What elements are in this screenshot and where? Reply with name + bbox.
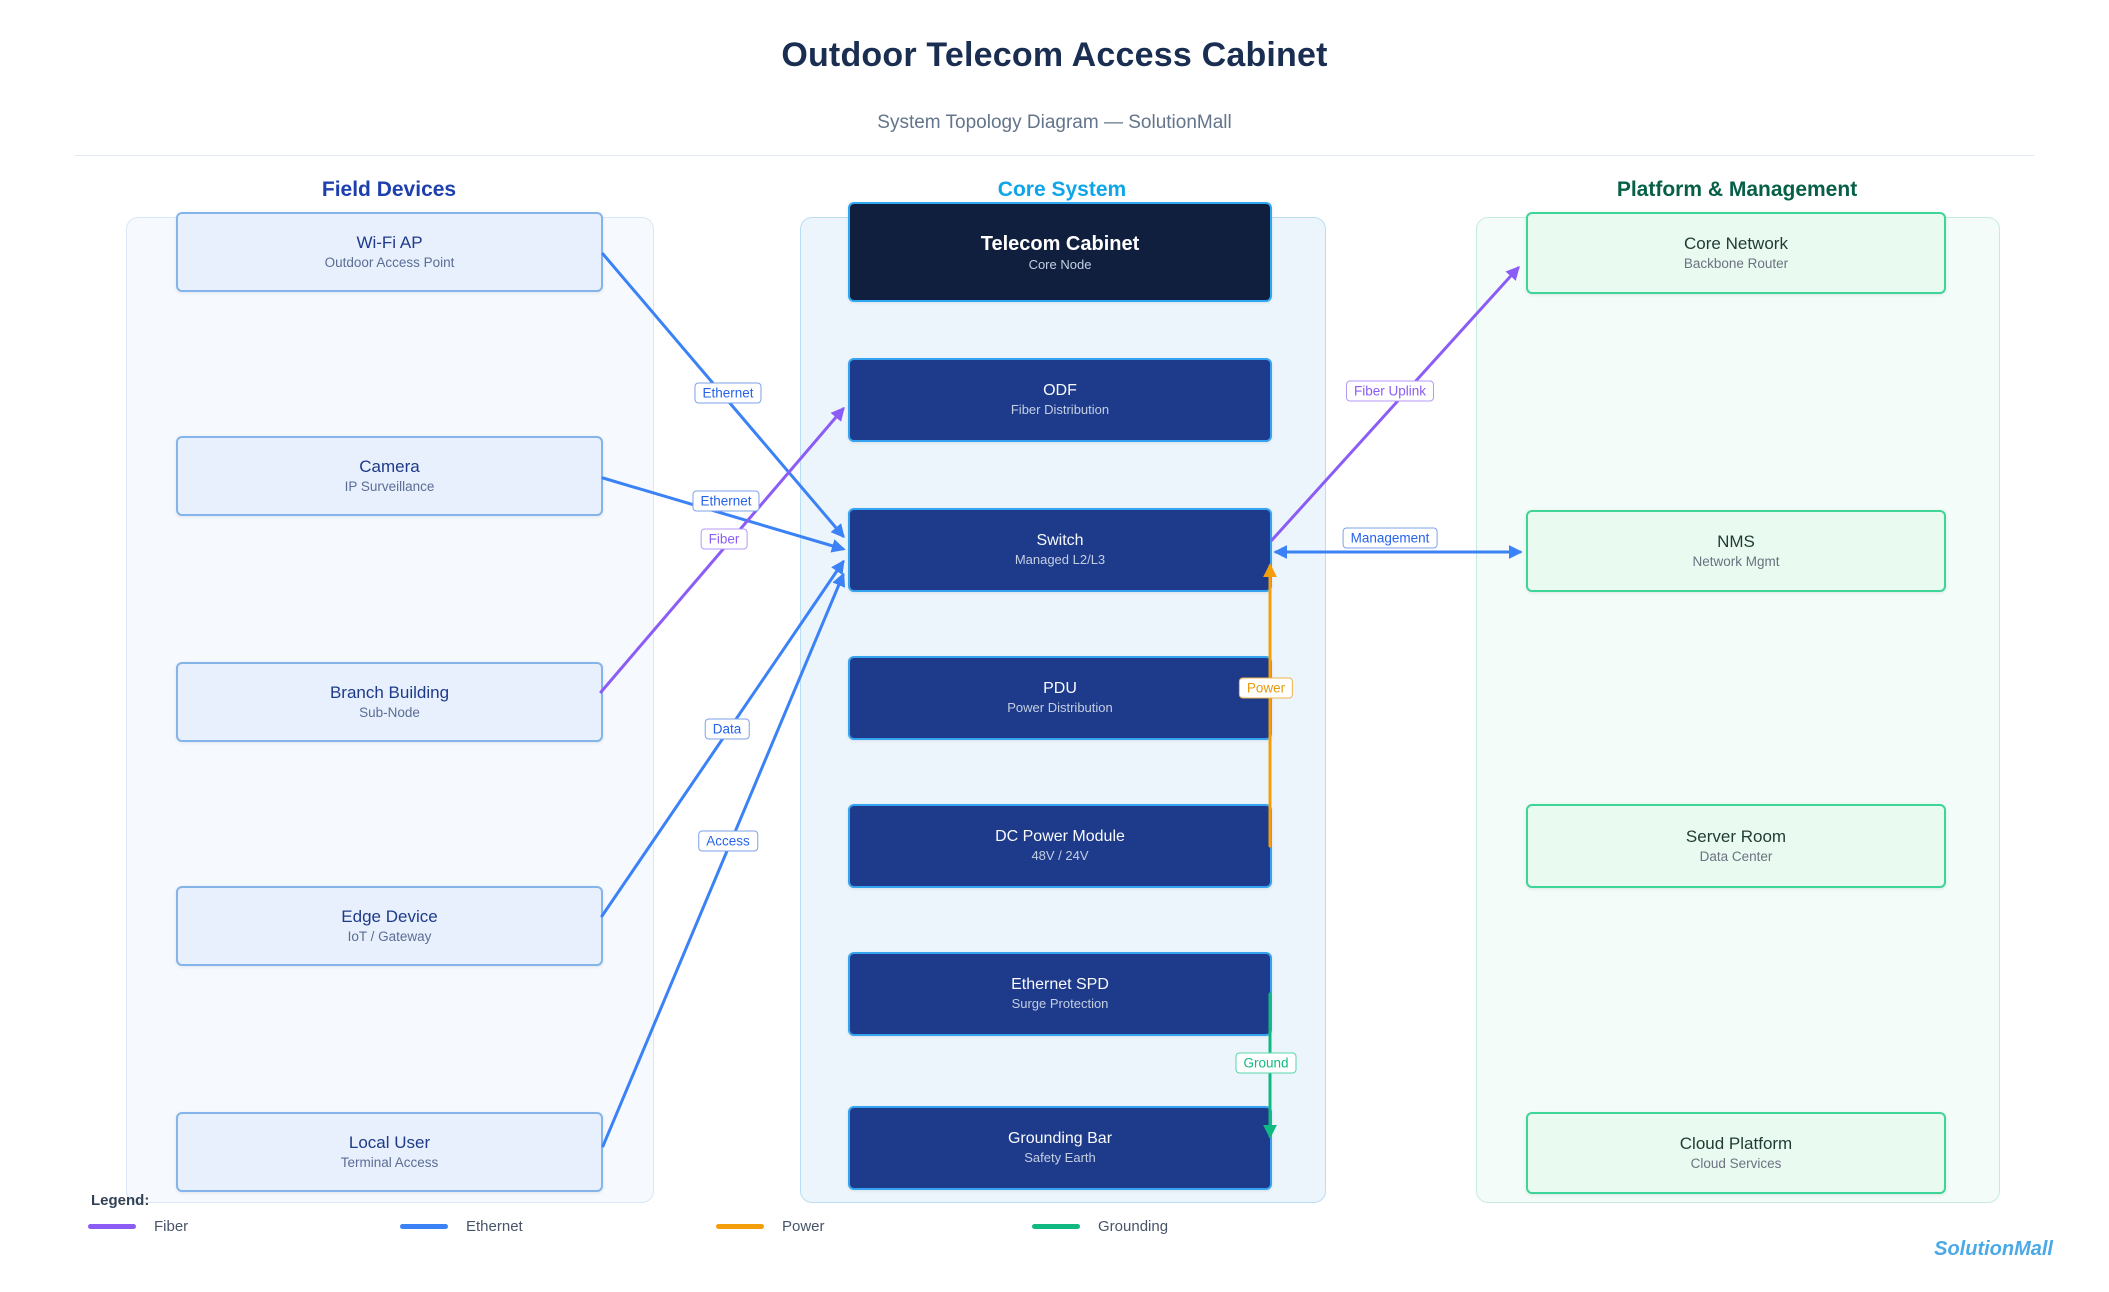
- node-odf[interactable]: ODF Fiber Distribution: [848, 358, 1272, 442]
- node-wifi-ap[interactable]: Wi-Fi AP Outdoor Access Point: [176, 212, 603, 292]
- header-divider: [75, 155, 2034, 156]
- node-subtitle: Data Center: [1699, 849, 1773, 865]
- edge-label-data: Data: [704, 718, 750, 740]
- legend-title: Legend:: [91, 1192, 150, 1209]
- node-title: NMS: [1717, 532, 1755, 552]
- legend-item-fiber: Fiber: [88, 1218, 188, 1235]
- node-server-room[interactable]: Server Room Data Center: [1526, 804, 1946, 888]
- node-subtitle: 48V / 24V: [1031, 847, 1089, 863]
- group-platform-management: [1476, 217, 2000, 1203]
- edge-label-power: Power: [1238, 677, 1294, 699]
- node-subtitle: Sub-Node: [359, 705, 420, 721]
- node-ethernet-spd[interactable]: Ethernet SPD Surge Protection: [848, 952, 1272, 1036]
- node-title: ODF: [1043, 382, 1077, 400]
- edge-label-ethernet: Ethernet: [694, 382, 762, 404]
- node-subtitle: Managed L2/L3: [1014, 551, 1106, 567]
- node-title: Edge Device: [341, 907, 438, 927]
- legend-swatch-fiber: [88, 1224, 136, 1229]
- node-grounding-bar[interactable]: Grounding Bar Safety Earth: [848, 1106, 1272, 1190]
- edge-label-fiber-uplink: Fiber Uplink: [1345, 380, 1435, 402]
- node-subtitle: Backbone Router: [1683, 256, 1789, 272]
- node-pdu[interactable]: PDU Power Distribution: [848, 656, 1272, 740]
- node-subtitle: Power Distribution: [1007, 699, 1113, 715]
- node-telecom-cabinet[interactable]: Telecom Cabinet Core Node: [848, 202, 1272, 302]
- node-title: Server Room: [1685, 827, 1787, 847]
- node-subtitle: Core Node: [1028, 256, 1092, 272]
- node-subtitle: Cloud Services: [1690, 1156, 1782, 1172]
- node-subtitle: Safety Earth: [1024, 1149, 1096, 1165]
- node-subtitle: IP Surveillance: [344, 479, 435, 495]
- node-camera[interactable]: Camera IP Surveillance: [176, 436, 603, 516]
- edge-label-ethernet: Ethernet: [692, 490, 760, 512]
- node-subtitle: Surge Protection: [1011, 995, 1109, 1011]
- column-header-core-system: Core System: [997, 178, 1127, 201]
- page-title: Outdoor Telecom Access Cabinet: [781, 36, 1328, 74]
- node-title: DC Power Module: [995, 828, 1125, 846]
- legend-item-ethernet: Ethernet: [400, 1218, 523, 1235]
- node-title: Wi-Fi AP: [356, 233, 423, 253]
- node-branch-building[interactable]: Branch Building Sub-Node: [176, 662, 603, 742]
- page-subtitle: System Topology Diagram — SolutionMall: [877, 112, 1232, 133]
- legend-item-power: Power: [716, 1218, 825, 1235]
- node-cloud-platform[interactable]: Cloud Platform Cloud Services: [1526, 1112, 1946, 1194]
- node-subtitle: Network Mgmt: [1692, 554, 1780, 570]
- node-title: Core Network: [1684, 234, 1788, 254]
- legend-label: Ethernet: [466, 1218, 523, 1235]
- edge-label-access: Access: [698, 830, 758, 852]
- solutionmall-watermark: SolutionMall: [1934, 1238, 2053, 1260]
- node-title: PDU: [1043, 680, 1077, 698]
- node-local-user[interactable]: Local User Terminal Access: [176, 1112, 603, 1192]
- column-header-field-devices: Field Devices: [321, 178, 457, 201]
- node-title: Ethernet SPD: [1011, 976, 1109, 994]
- node-title: Cloud Platform: [1679, 1134, 1793, 1154]
- node-title: Branch Building: [329, 683, 450, 703]
- node-title: Local User: [348, 1133, 431, 1153]
- legend-swatch-grounding: [1032, 1224, 1080, 1229]
- node-subtitle: Outdoor Access Point: [324, 255, 455, 271]
- node-edge-device[interactable]: Edge Device IoT / Gateway: [176, 886, 603, 966]
- node-subtitle: Fiber Distribution: [1010, 401, 1110, 417]
- legend-label: Power: [782, 1218, 825, 1235]
- legend-label: Grounding: [1098, 1218, 1169, 1235]
- node-subtitle: IoT / Gateway: [347, 929, 432, 945]
- column-header-platform-management: Platform & Management: [1616, 178, 1858, 201]
- node-title: Switch: [1036, 532, 1084, 550]
- edge-label-management: Management: [1342, 527, 1438, 549]
- node-core-network[interactable]: Core Network Backbone Router: [1526, 212, 1946, 294]
- legend-label: Fiber: [154, 1218, 189, 1235]
- node-subtitle: Terminal Access: [340, 1155, 439, 1171]
- node-switch[interactable]: Switch Managed L2/L3: [848, 508, 1272, 592]
- node-title: Telecom Cabinet: [980, 232, 1140, 255]
- legend-item-grounding: Grounding: [1032, 1218, 1168, 1235]
- edge-label-ground: Ground: [1235, 1052, 1297, 1074]
- legend-swatch-power: [716, 1224, 764, 1229]
- edge-label-fiber: Fiber: [700, 528, 748, 550]
- legend-swatch-ethernet: [400, 1224, 448, 1229]
- node-dc-power-module[interactable]: DC Power Module 48V / 24V: [848, 804, 1272, 888]
- node-nms[interactable]: NMS Network Mgmt: [1526, 510, 1946, 592]
- node-title: Grounding Bar: [1007, 1130, 1113, 1148]
- node-title: Camera: [359, 457, 420, 477]
